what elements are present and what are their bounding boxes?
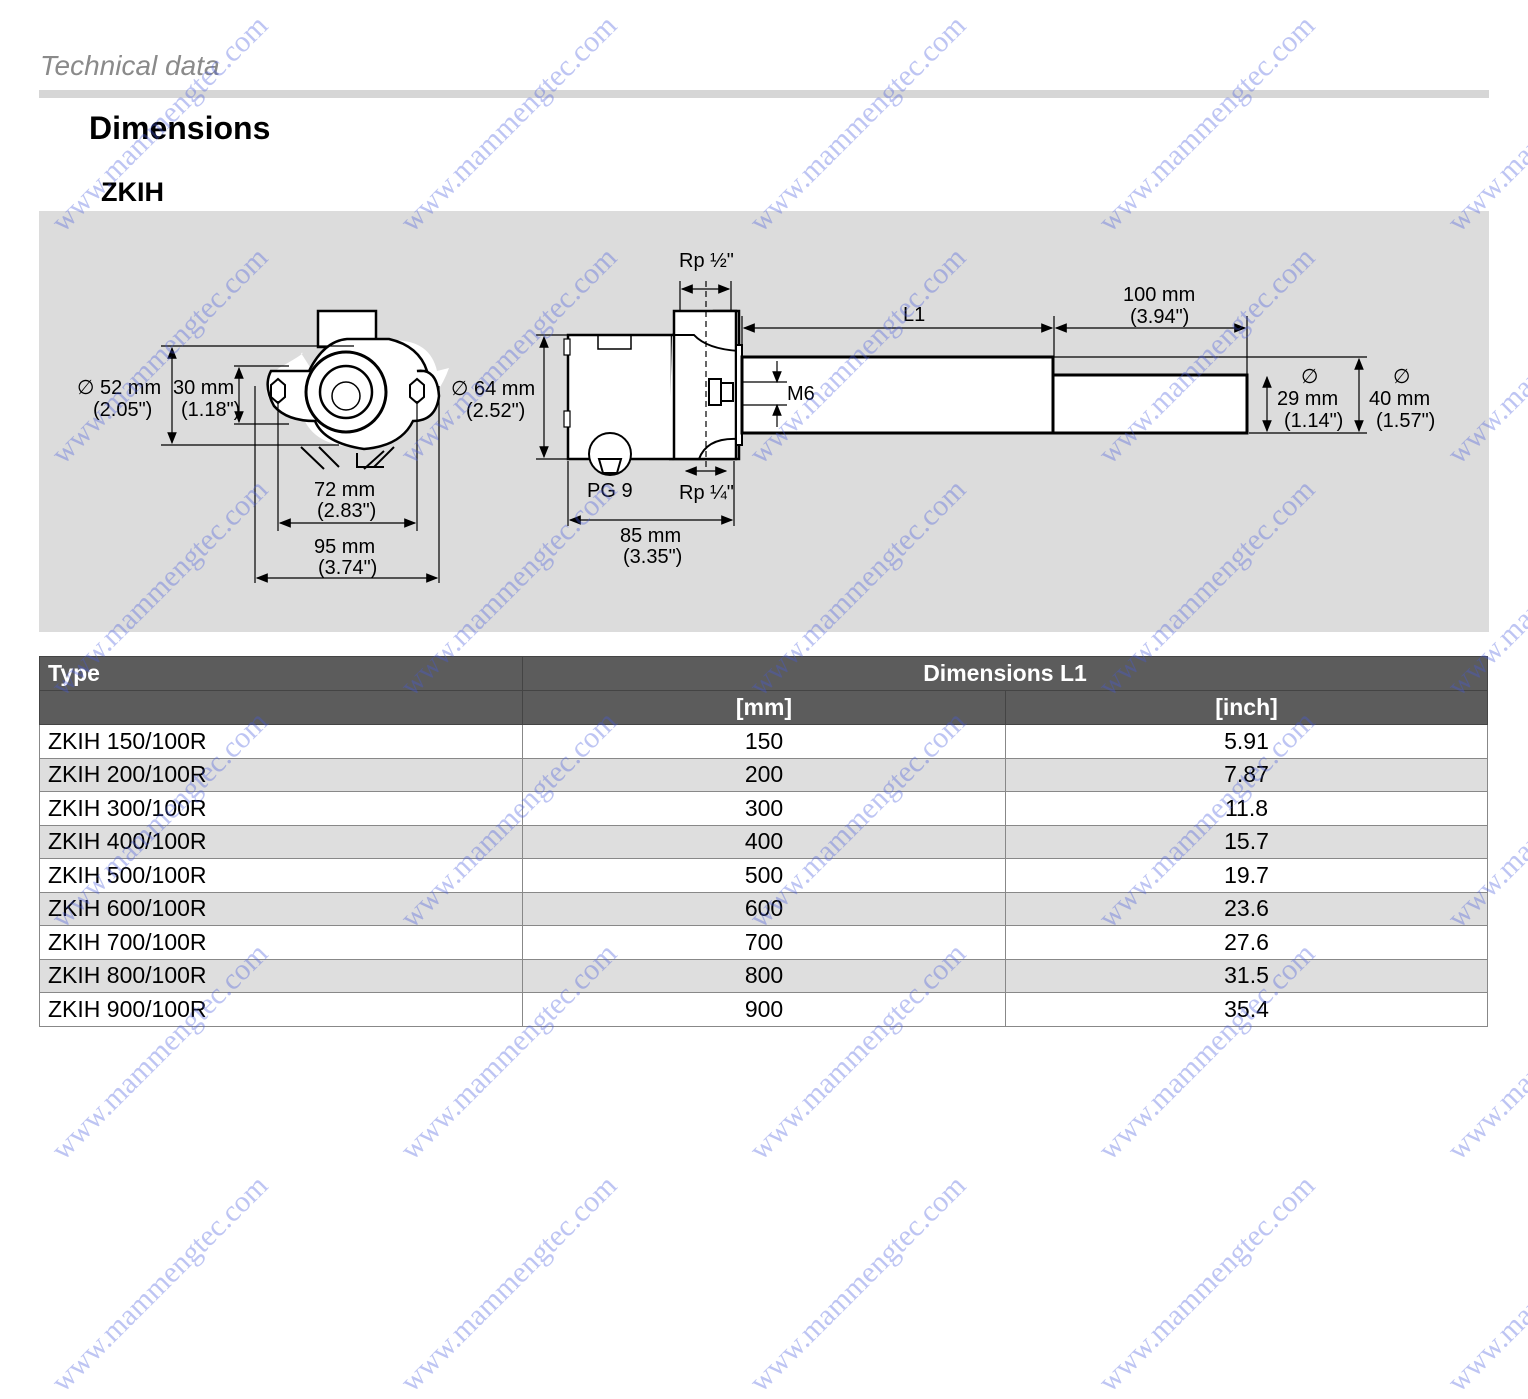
cell-inch: 27.6: [1005, 925, 1488, 960]
watermark-text: www.mammengtec.com: [394, 9, 624, 239]
dimensions-table: Type Dimensions L1 [mm] [inch] ZKIH 150/…: [39, 656, 1488, 1027]
cell-mm: 600: [522, 891, 1006, 926]
watermark-text: www.mammengtec.com: [1092, 9, 1322, 239]
header-mm: [mm]: [522, 690, 1006, 725]
watermark-text: www.mammengtec.com: [394, 1169, 624, 1399]
cell-type: ZKIH 600/100R: [39, 891, 523, 926]
label-dia-29: ∅: [1301, 366, 1318, 388]
label-d85-in: (3.35"): [623, 546, 682, 568]
dimension-labels: ∅ 52 mm (2.05") 30 mm (1.18") 72 mm (2.8…: [77, 250, 1435, 579]
cell-inch: 11.8: [1005, 791, 1488, 826]
label-pg9: PG 9: [587, 480, 633, 502]
cell-type: ZKIH 500/100R: [39, 858, 523, 893]
header-dimensions: Dimensions L1: [522, 656, 1488, 691]
cell-inch: 35.4: [1005, 992, 1488, 1027]
label-d64-in: (2.52"): [466, 400, 525, 422]
label-rp-quarter: Rp ¼": [679, 482, 734, 504]
cell-type: ZKIH 150/100R: [39, 724, 523, 759]
label-d85: 85 mm: [620, 525, 681, 547]
cell-mm: 400: [522, 824, 1006, 859]
cell-inch: 15.7: [1005, 824, 1488, 859]
product-heading: ZKIH: [101, 177, 164, 207]
cell-type: ZKIH 900/100R: [39, 992, 523, 1027]
cell-inch: 31.5: [1005, 958, 1488, 993]
cell-type: ZKIH 300/100R: [39, 791, 523, 826]
label-m6: M6: [787, 383, 815, 405]
label-d100: 100 mm: [1123, 284, 1195, 306]
label-d95-in: (3.74"): [318, 557, 377, 579]
cell-type: ZKIH 700/100R: [39, 925, 523, 960]
label-d72: 72 mm: [314, 479, 375, 501]
label-d40-in: (1.57"): [1376, 410, 1435, 432]
label-d72-in: (2.83"): [317, 500, 376, 522]
cell-inch: 5.91: [1005, 724, 1488, 759]
side-view: [536, 281, 1367, 526]
section-title: Technical data: [40, 50, 220, 81]
label-d29: 29 mm: [1277, 388, 1338, 410]
cell-type: ZKIH 200/100R: [39, 757, 523, 792]
watermark-text: www.mammengtec.com: [743, 9, 973, 239]
watermark-text: www.mammengtec.com: [45, 1169, 275, 1399]
front-view: [161, 309, 449, 583]
label-dia-40: ∅: [1393, 366, 1410, 388]
cell-mm: 900: [522, 992, 1006, 1027]
watermark-text: www.mammengtec.com: [743, 1169, 973, 1399]
cell-mm: 800: [522, 958, 1006, 993]
cell-mm: 300: [522, 791, 1006, 826]
cell-mm: 150: [522, 724, 1006, 759]
label-rp-half: Rp ½": [679, 250, 734, 272]
cell-mm: 700: [522, 925, 1006, 960]
label-l1: L1: [903, 304, 925, 326]
label-d29-in: (1.14"): [1284, 410, 1343, 432]
header-type: Type: [39, 656, 523, 691]
watermark-text: www.mammengtec.com: [1441, 1169, 1528, 1399]
dimension-drawing: ∅ 52 mm (2.05") 30 mm (1.18") 72 mm (2.8…: [39, 211, 1489, 632]
label-d52-in: (2.05"): [93, 399, 152, 421]
drawing-svg: ∅ 52 mm (2.05") 30 mm (1.18") 72 mm (2.8…: [77, 250, 1435, 583]
label-d95: 95 mm: [314, 536, 375, 558]
watermark-text: www.mammengtec.com: [1441, 9, 1528, 239]
cell-type: ZKIH 800/100R: [39, 958, 523, 993]
label-d30: 30 mm: [173, 377, 234, 399]
header-inch: [inch]: [1005, 690, 1488, 725]
label-d100-in: (3.94"): [1130, 306, 1189, 328]
label-d40: 40 mm: [1369, 388, 1430, 410]
label-d64: ∅ 64 mm: [451, 378, 535, 400]
cell-mm: 200: [522, 757, 1006, 792]
cell-inch: 23.6: [1005, 891, 1488, 926]
header-rule: [39, 90, 1489, 98]
cell-inch: 7.87: [1005, 757, 1488, 792]
label-d52: ∅ 52 mm: [77, 377, 161, 399]
header-blank: [39, 690, 523, 725]
cell-inch: 19.7: [1005, 858, 1488, 893]
cell-mm: 500: [522, 858, 1006, 893]
page-heading: Dimensions: [89, 110, 271, 146]
label-d30-in: (1.18"): [181, 399, 240, 421]
watermark-text: www.mammengtec.com: [1092, 1169, 1322, 1399]
cell-type: ZKIH 400/100R: [39, 824, 523, 859]
